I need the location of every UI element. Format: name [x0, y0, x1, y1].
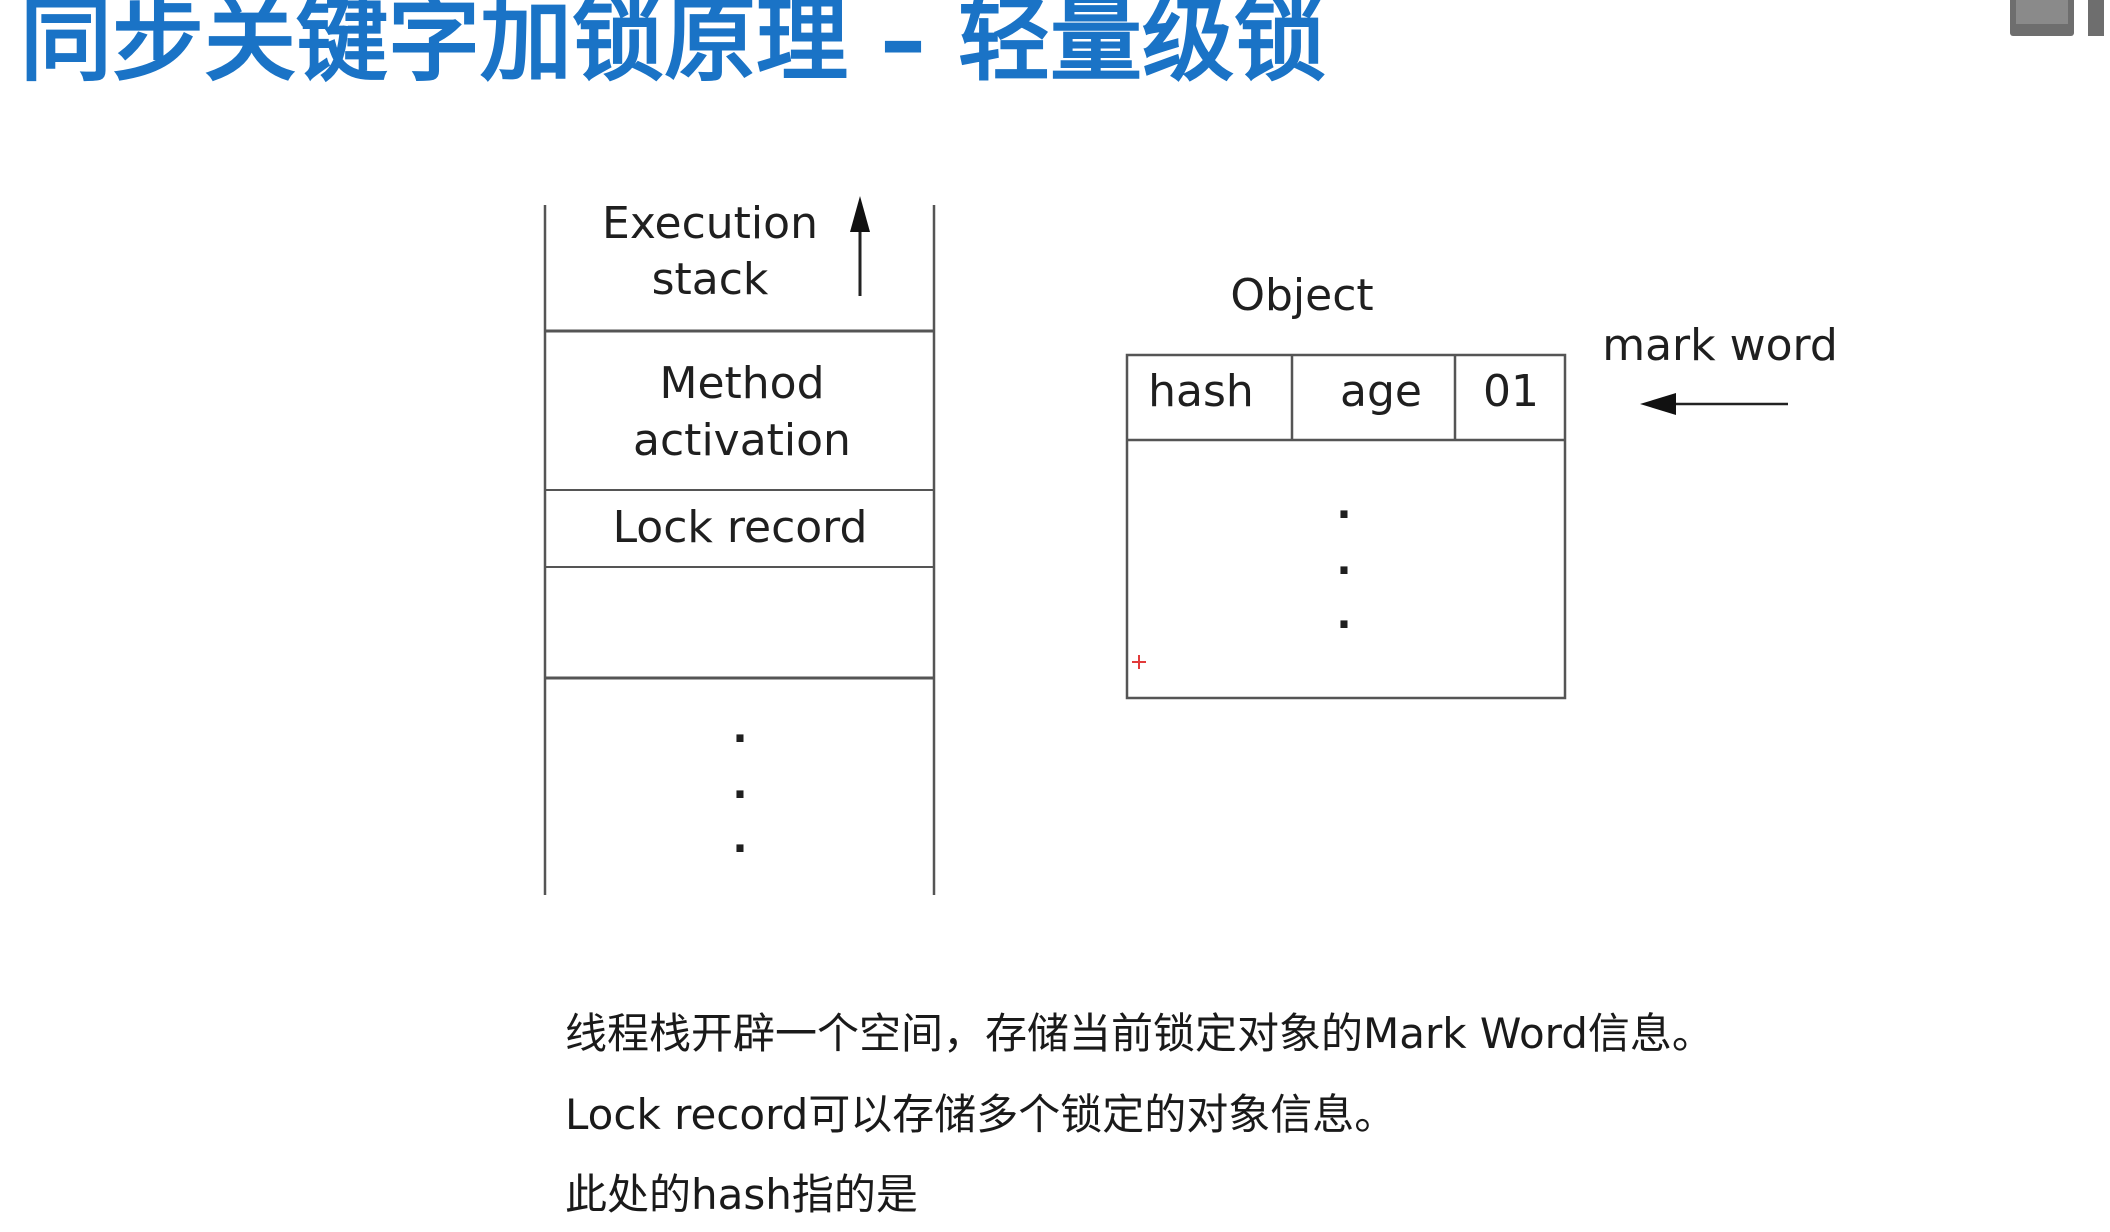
- mark-word-arrow-icon: [1640, 393, 1788, 415]
- mark-word-hash-field: hash: [1148, 366, 1254, 417]
- object-ellipsis-dot: ·: [1336, 602, 1351, 648]
- note-line-2: Lock record可以存储多个锁定的对象信息。: [565, 1090, 1397, 1139]
- mark-word-age-field: age: [1340, 366, 1422, 417]
- object-ellipsis-dot: ·: [1336, 492, 1351, 538]
- note-line-3: 此处的hash指的是: [565, 1170, 918, 1219]
- stack-label-stack: stack: [652, 254, 769, 305]
- stack-growth-arrow-icon: [850, 196, 870, 296]
- stack-ellipsis-dot: ·: [732, 716, 747, 762]
- stack-label-execution: Execution: [602, 198, 818, 249]
- slide-title: 同步关键字加锁原理 – 轻量级锁: [20, 0, 1327, 94]
- cursor-plus-icon: [1132, 655, 1146, 669]
- lock-record-label: Lock record: [613, 502, 868, 553]
- stack-ellipsis-dot: ·: [732, 772, 747, 818]
- object-box: [1125, 353, 1567, 700]
- slide-panel-icon[interactable]: [2008, 0, 2108, 48]
- method-activation-line1: Method: [659, 358, 824, 409]
- mark-word-label: mark word: [1602, 320, 1838, 371]
- object-ellipsis-dot: ·: [1336, 548, 1351, 594]
- method-activation-line2: activation: [633, 415, 851, 466]
- execution-stack: [543, 205, 936, 895]
- stack-ellipsis-dot: ·: [732, 826, 747, 872]
- object-title: Object: [1230, 270, 1373, 321]
- mark-word-flag-field: 01: [1483, 366, 1539, 417]
- note-line-1: 线程栈开辟一个空间，存储当前锁定对象的Mark Word信息。: [565, 1009, 1714, 1058]
